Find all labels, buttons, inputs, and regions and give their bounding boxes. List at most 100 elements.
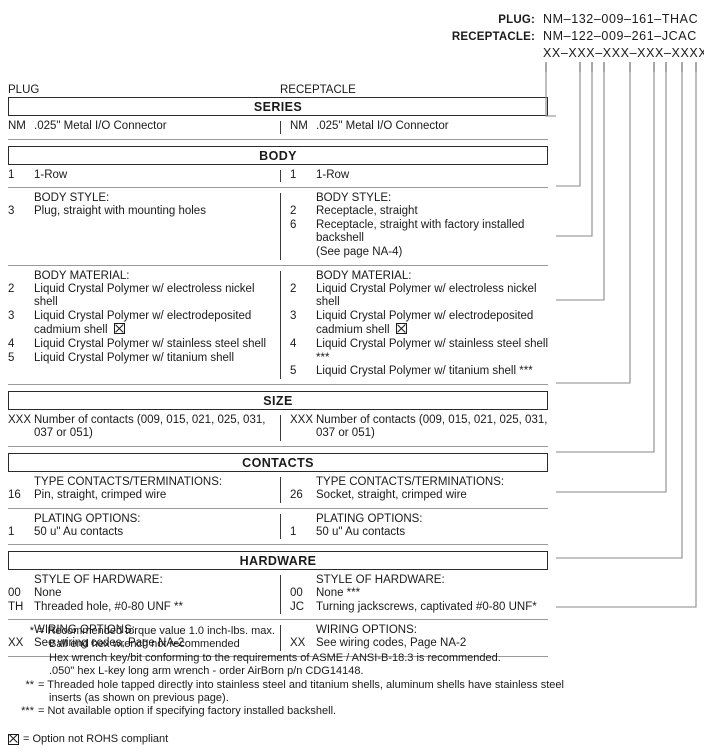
option-text: 1-Row <box>34 168 68 181</box>
option-text: Liquid Crystal Polymer w/ titanium shell… <box>316 365 533 378</box>
option-code: 6 <box>290 218 297 231</box>
option-code: 5 <box>290 365 297 378</box>
option-text: .025" Metal I/O Connector <box>316 120 449 132</box>
separator-rule <box>8 619 548 621</box>
option-text: Liquid Crystal Polymer w/ electrodeposit… <box>316 310 548 338</box>
option-row: 16 Pin, straight, crimped wire <box>8 489 274 503</box>
option-subhead: BODY MATERIAL: <box>34 269 130 282</box>
option-text: Threaded hole, #0-80 UNF ** <box>34 600 183 613</box>
option-code: 2 <box>290 282 297 295</box>
option-row: JC Turning jackscrews, captivated #0-80 U… <box>290 601 548 615</box>
option-code: 1 <box>290 168 297 181</box>
separator-rule <box>8 264 548 266</box>
not-rohs-compliant-icon <box>395 323 407 335</box>
receptacle-part-number: NM–122–009–261–JCAC <box>543 29 697 43</box>
option-code: XXX <box>8 413 32 426</box>
option-row: 3 Liquid Crystal Polymer w/ electrodeposi… <box>290 310 548 338</box>
option-subhead: TYPE CONTACTS/TERMINATIONS: <box>316 475 505 488</box>
footnote-line: inserts (as shown on previous page). <box>49 692 229 705</box>
option-text: Turning jackscrews, captivated #0-80 UNF… <box>316 600 537 613</box>
option-subhead: TYPE CONTACTS/TERMINATIONS: <box>34 475 223 488</box>
option-code: 1 <box>8 525 15 538</box>
option-subhead: BODY STYLE: <box>34 192 110 205</box>
option-code: NM <box>8 120 26 132</box>
option-text: Liquid Crystal Polymer w/ titanium shell <box>34 351 235 364</box>
option-row: 1 50 u" Au contacts <box>8 526 274 540</box>
footnote-marker: * <box>29 625 34 637</box>
separator-rule <box>8 445 548 447</box>
option-subhead: PLATING OPTIONS: <box>316 512 423 525</box>
option-text: 50 u" Au contacts <box>34 525 124 538</box>
option-subhead: WIRING OPTIONS: <box>316 624 417 637</box>
option-text: Number of contacts (009, 015, 021, 025, … <box>34 414 274 441</box>
option-row: 5 Liquid Crystal Polymer w/ titanium shel… <box>8 352 274 366</box>
footnote-body: = Threaded hole tapped directly into sta… <box>38 679 644 706</box>
option-group: WIRING OPTIONS: XX See wiring codes, Page … <box>8 620 548 656</box>
option-code: NM <box>290 120 308 132</box>
option-code: XX <box>290 637 306 650</box>
option-text: See wiring codes, Page NA-2 <box>34 637 185 650</box>
option-code: 3 <box>8 205 15 218</box>
option-code: JC <box>290 600 305 613</box>
footnote-line: Hex wrench key/bit conforming to the req… <box>49 651 501 664</box>
not-rohs-compliant-icon <box>8 733 19 745</box>
footnote-marker: *** <box>21 705 34 718</box>
option-group: TYPE CONTACTS/TERMINATIONS: 16 Pin, straig… <box>8 472 548 508</box>
option-code: 2 <box>290 205 297 218</box>
plug-part-number: NM–132–009–161–THAC <box>543 12 699 26</box>
option-row: NM .025" Metal I/O Connector <box>290 120 548 134</box>
receptacle-label: RECEPTACLE: <box>451 31 535 43</box>
option-subhead: BODY STYLE: <box>316 192 392 205</box>
option-row: XX See wiring codes, Page NA-2 <box>8 637 274 651</box>
plug-part-number-row: PLUG: NM–132–009–161–THAC <box>430 12 704 29</box>
option-code: 00 <box>8 587 21 600</box>
column-header-receptacle: RECEPTACLE <box>280 84 356 96</box>
option-text-continued: 037 or 051) <box>34 427 93 440</box>
option-row: NM.025" Metal I/O Connector <box>8 120 274 134</box>
option-code: XXX <box>290 413 314 426</box>
part-number-block: PLUG: NM–132–009–161–THAC RECEPTACLE: NM… <box>430 12 704 63</box>
option-code: 5 <box>8 351 15 364</box>
footnote-line: = Recommended torque value 1.0 inch-lbs.… <box>38 625 275 637</box>
option-text: Liquid Crystal Polymer w/ electrodeposit… <box>34 310 274 338</box>
option-column-receptacle: BODY STYLE: 2 Receptacle, straight 6 Recepta… <box>280 188 548 264</box>
option-row: 2 Receptacle, straight <box>290 205 548 219</box>
separator-rule <box>8 187 548 189</box>
option-text: Receptacle, straight with factory instal… <box>316 219 548 260</box>
option-text: Receptacle, straight <box>316 205 418 218</box>
option-code: 16 <box>8 488 21 501</box>
option-text: Pin, straight, crimped wire <box>34 488 167 501</box>
section-band-series: SERIES <box>8 97 548 116</box>
footnote-marker: ** <box>25 678 34 691</box>
column-headers: PLUG RECEPTACLE <box>8 84 548 96</box>
option-code: 4 <box>8 337 15 350</box>
footnote-body: = Not available option if specifying fac… <box>38 705 644 718</box>
option-subhead: PLATING OPTIONS: <box>34 512 141 525</box>
option-code: 3 <box>290 309 297 322</box>
option-text-continued: cadmium shell <box>34 323 274 338</box>
option-code: XX <box>8 637 24 650</box>
rohs-note: = Option not ROHS compliant <box>8 733 168 745</box>
separator-rule <box>8 138 548 140</box>
